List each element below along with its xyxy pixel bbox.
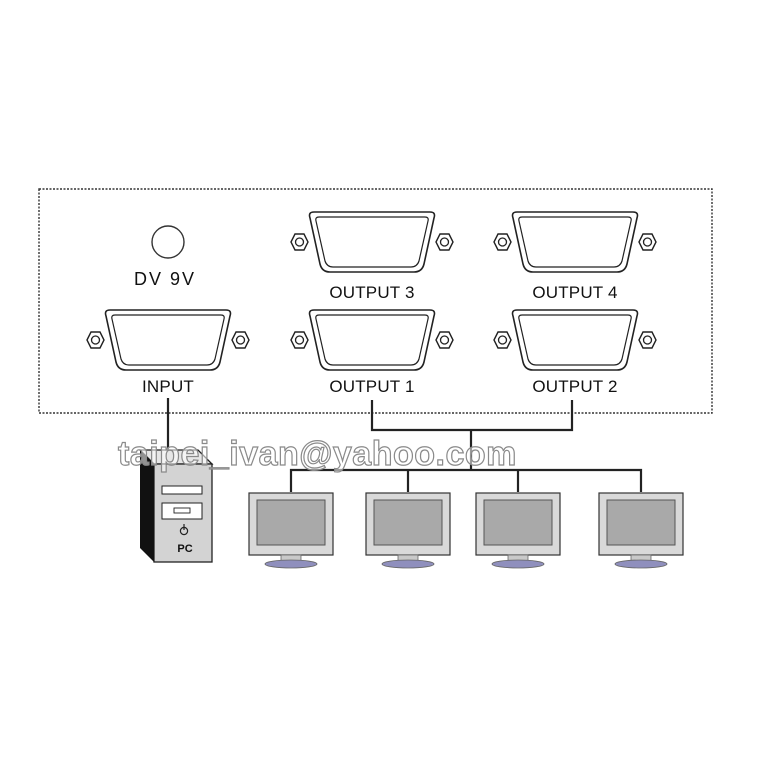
watermark-text: taipei_ivan@yahoo.com bbox=[118, 435, 517, 473]
monitor-2 bbox=[365, 492, 451, 569]
input-label: INPUT bbox=[142, 377, 194, 396]
power-jack bbox=[151, 225, 185, 259]
monitor-4 bbox=[598, 492, 684, 569]
monitor-3 bbox=[475, 492, 561, 569]
output1-label: OUTPUT 1 bbox=[329, 377, 414, 396]
monitor-1 bbox=[248, 492, 334, 569]
output4-label: OUTPUT 4 bbox=[532, 283, 617, 302]
cable-lines bbox=[166, 398, 643, 492]
power-label: DV 9V bbox=[134, 269, 196, 289]
output3-label: OUTPUT 3 bbox=[329, 283, 414, 302]
output2-label: OUTPUT 2 bbox=[532, 377, 617, 396]
pc-label: PC bbox=[177, 543, 192, 555]
pc-tower: PC bbox=[138, 449, 214, 563]
